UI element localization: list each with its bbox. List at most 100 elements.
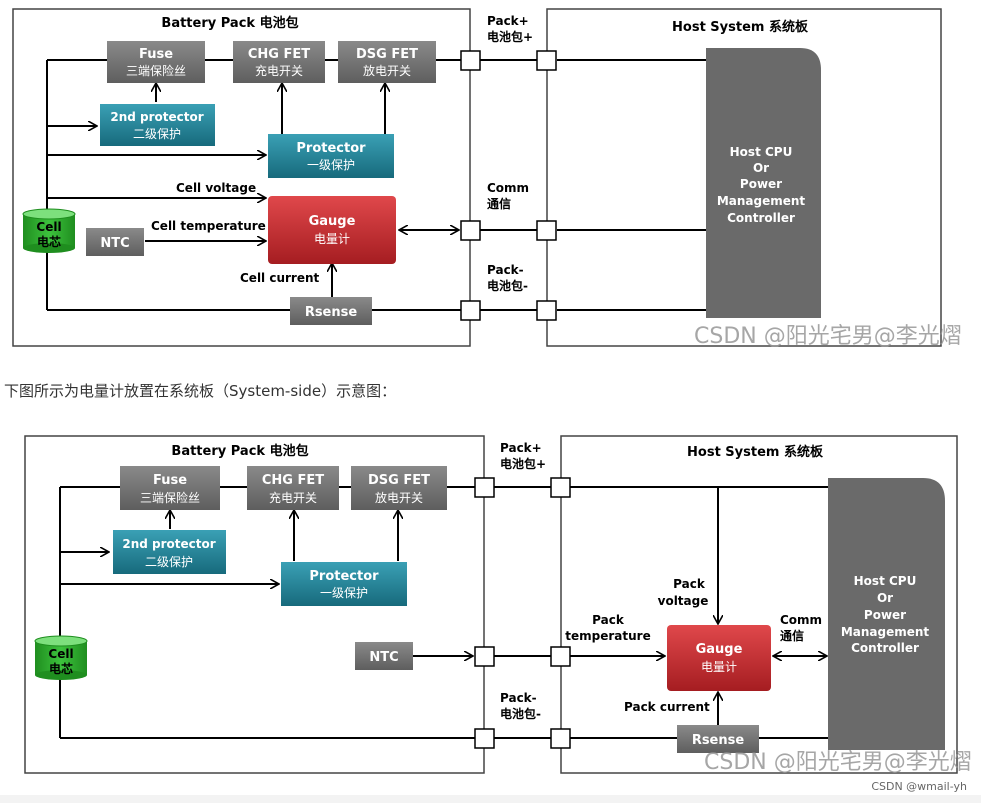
battery-pack-title: Battery Pack 电池包 xyxy=(161,15,298,31)
cell-battery-icon-2 xyxy=(34,635,88,680)
gauge-label-2: Gauge xyxy=(696,642,743,657)
protector-label-cn: 一级保护 xyxy=(307,158,355,172)
pack-temperature-label: Pack xyxy=(592,613,625,627)
ntc-box xyxy=(86,228,144,256)
pack-minus-label-2: Pack- xyxy=(500,691,537,705)
host-plus-connector-2 xyxy=(550,477,571,498)
pack-minus-label: Pack- xyxy=(487,263,524,277)
protector-box-2 xyxy=(281,562,407,606)
chg-fet-label-2: CHG FET xyxy=(262,473,324,488)
cell-label-cn: 电芯 xyxy=(37,234,61,249)
fuse-label-2: Fuse xyxy=(153,473,187,488)
comm-label: Comm xyxy=(487,181,529,195)
comm-label-cn-2: 通信 xyxy=(780,628,804,643)
pack-current-label: Pack current xyxy=(624,700,710,714)
dsg-fet-box xyxy=(338,41,436,83)
ntc-box-2 xyxy=(355,642,413,670)
protector-label-2: Protector xyxy=(309,569,379,584)
cell-voltage-label: Cell voltage xyxy=(176,181,256,195)
chg-fet-box xyxy=(233,41,325,83)
gauge-label: Gauge xyxy=(309,214,356,229)
protector-label-cn-2: 一级保护 xyxy=(320,586,368,600)
comm-label-2: Comm xyxy=(780,613,822,627)
diagram-device-side: Battery Pack 电池包 Host System 系统板 Fuse 三端… xyxy=(12,8,942,347)
pack-plus-connector xyxy=(460,50,481,71)
pack-minus-connector-2 xyxy=(474,728,495,749)
second-protector-label-cn-2: 二级保护 xyxy=(145,555,193,569)
host-cpu-line3: Power xyxy=(740,177,782,191)
host-ntc-connector-2 xyxy=(550,646,571,667)
fuse-label: Fuse xyxy=(139,47,173,62)
host-cpu-line2: Or xyxy=(753,161,769,175)
dsg-fet-label-cn-2: 放电开关 xyxy=(375,490,423,505)
dsg-fet-label-2: DSG FET xyxy=(368,473,430,488)
chg-fet-box-2 xyxy=(247,466,339,510)
chg-fet-label: CHG FET xyxy=(248,47,310,62)
pack-minus-label-cn-2: 电池包- xyxy=(500,706,541,721)
gauge-label-cn-2: 电量计 xyxy=(701,660,737,674)
cell-current-label: Cell current xyxy=(240,271,320,285)
host-cpu-line1-2: Host CPU xyxy=(854,574,917,588)
cell-label: Cell xyxy=(36,220,61,234)
host-cpu-line5-2: Controller xyxy=(851,641,919,655)
pack-minus-connector xyxy=(460,300,481,321)
rsense-box xyxy=(290,297,372,325)
ntc-label-2: NTC xyxy=(369,650,398,665)
second-protector-box-2 xyxy=(113,530,226,574)
host-cpu-line3-2: Power xyxy=(864,608,906,622)
pack-minus-label-cn: 电池包- xyxy=(487,278,528,293)
ntc-label: NTC xyxy=(100,236,129,251)
second-protector-label-cn: 二级保护 xyxy=(133,127,181,141)
fuse-label-cn: 三端保险丝 xyxy=(126,63,186,78)
host-minus-connector-2 xyxy=(550,728,571,749)
dsg-fet-box-2 xyxy=(351,466,447,510)
host-plus-connector xyxy=(536,50,557,71)
host-cpu-box xyxy=(706,48,821,318)
footer-attribution: CSDN @wmail-yh xyxy=(871,780,967,793)
comm-label-cn: 通信 xyxy=(487,196,511,211)
gauge-box xyxy=(268,196,396,264)
comm-connector xyxy=(460,220,481,241)
pack-plus-connector-2 xyxy=(474,477,495,498)
cell-label-2: Cell xyxy=(48,647,73,661)
protector-box xyxy=(268,134,394,178)
second-protector-label-2: 2nd protector xyxy=(122,537,215,551)
host-cpu-line5: Controller xyxy=(727,211,795,225)
fuse-box-2 xyxy=(120,466,220,510)
caption-text: 下图所示为电量计放置在系统板（System-side）示意图： xyxy=(4,382,397,400)
cell-battery-icon xyxy=(22,208,76,253)
battery-pack-title-2: Battery Pack 电池包 xyxy=(171,443,308,459)
dsg-fet-label-cn: 放电开关 xyxy=(363,63,411,78)
gauge-label-cn: 电量计 xyxy=(314,232,350,246)
gauge-box-2 xyxy=(667,625,771,691)
bottom-toolbar xyxy=(0,795,981,803)
pack-plus-label-cn: 电池包+ xyxy=(487,29,533,44)
host-cpu-line4: Management xyxy=(717,194,806,208)
second-protector-label: 2nd protector xyxy=(110,110,203,124)
fuse-box xyxy=(107,41,205,83)
pack-plus-label: Pack+ xyxy=(487,14,529,28)
host-cpu-line4-2: Management xyxy=(841,625,930,639)
protector-label: Protector xyxy=(296,141,366,156)
host-cpu-line2-2: Or xyxy=(877,591,893,605)
host-system-title-2: Host System 系统板 xyxy=(687,444,824,460)
pack-voltage-label: Pack xyxy=(673,577,706,591)
watermark-2: CSDN @阳光宅男@李光熠 xyxy=(704,750,972,775)
chg-fet-label-cn-2: 充电开关 xyxy=(269,490,317,505)
rsense-label: Rsense xyxy=(305,305,358,320)
second-protector-box xyxy=(100,104,215,146)
host-cpu-box-2 xyxy=(828,478,945,750)
rsense-label-2: Rsense xyxy=(692,733,745,748)
host-comm-connector xyxy=(536,220,557,241)
cell-label-cn-2: 电芯 xyxy=(49,661,73,676)
chg-fet-label-cn: 充电开关 xyxy=(255,63,303,78)
host-minus-connector xyxy=(536,300,557,321)
rsense-box-2 xyxy=(677,725,759,753)
pack-voltage-label-2: voltage xyxy=(658,594,709,608)
diagram-system-side: Battery Pack 电池包 Host System 系统板 Fuse 三端… xyxy=(24,435,958,774)
watermark-1: CSDN @阳光宅男@李光熠 xyxy=(694,324,962,349)
host-system-title: Host System 系统板 xyxy=(672,19,809,35)
pack-plus-label-cn-2: 电池包+ xyxy=(500,456,546,471)
dsg-fet-label: DSG FET xyxy=(356,47,418,62)
host-cpu-line1: Host CPU xyxy=(730,145,793,159)
